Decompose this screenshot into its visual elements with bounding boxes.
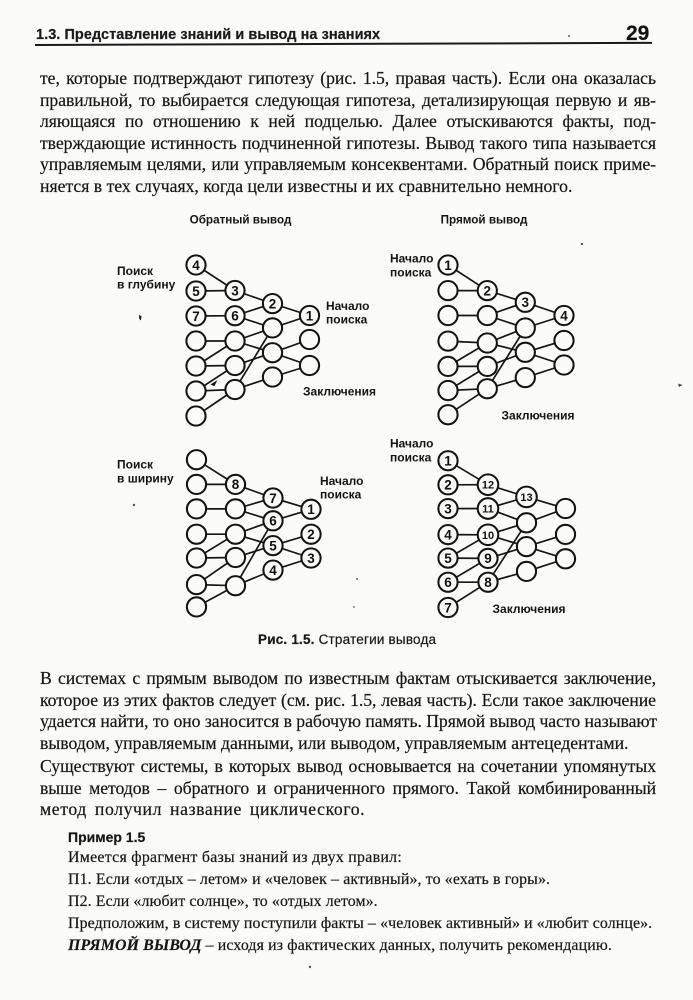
svg-text:в глубину: в глубину	[117, 278, 176, 292]
svg-text:поиска: поиска	[326, 313, 368, 327]
svg-text:5: 5	[269, 538, 277, 553]
svg-text:3: 3	[231, 283, 239, 298]
svg-text:4: 4	[444, 527, 452, 542]
svg-text:1: 1	[444, 258, 452, 273]
svg-text:4: 4	[560, 308, 568, 323]
svg-text:поиска: поиска	[320, 488, 362, 502]
svg-text:Поиск: Поиск	[117, 264, 154, 278]
svg-text:12: 12	[482, 480, 494, 492]
svg-text:7: 7	[444, 600, 452, 615]
svg-text:Поиск: Поиск	[117, 458, 154, 472]
svg-text:1: 1	[307, 502, 315, 517]
svg-text:2: 2	[484, 283, 492, 298]
svg-text:Обратный вывод: Обратный вывод	[190, 214, 292, 227]
svg-text:Начало: Начало	[326, 299, 369, 313]
svg-text:4: 4	[269, 563, 277, 578]
svg-text:11: 11	[482, 504, 494, 516]
svg-text:4: 4	[192, 258, 200, 273]
svg-text:поиска: поиска	[390, 266, 432, 280]
svg-text:5: 5	[444, 551, 452, 566]
svg-text:6: 6	[269, 514, 277, 529]
svg-text:9: 9	[484, 551, 492, 566]
svg-text:Заключения: Заключения	[493, 602, 566, 616]
svg-text:5: 5	[192, 284, 200, 299]
svg-text:1: 1	[306, 308, 314, 323]
svg-text:2: 2	[444, 478, 452, 493]
svg-text:3: 3	[307, 551, 315, 566]
svg-text:3: 3	[444, 501, 452, 516]
svg-text:13: 13	[520, 492, 532, 504]
svg-text:Начало: Начало	[390, 252, 433, 266]
svg-text:8: 8	[232, 477, 240, 492]
svg-text:поиска: поиска	[390, 451, 432, 465]
svg-text:8: 8	[484, 575, 492, 590]
svg-text:6: 6	[444, 575, 452, 590]
svg-text:2: 2	[307, 527, 315, 542]
svg-text:10: 10	[482, 530, 494, 542]
svg-text:6: 6	[231, 309, 239, 324]
svg-text:Заключения: Заключения	[502, 409, 575, 423]
svg-text:Прямой вывод: Прямой вывод	[441, 214, 528, 227]
svg-text:Заключения: Заключения	[303, 385, 376, 399]
svg-text:Начало: Начало	[390, 437, 433, 451]
svg-text:2: 2	[269, 296, 277, 311]
svg-text:1: 1	[444, 454, 452, 469]
svg-text:в ширину: в ширину	[117, 472, 174, 486]
svg-text:3: 3	[522, 295, 530, 310]
svg-text:7: 7	[192, 309, 200, 324]
svg-text:7: 7	[269, 491, 277, 506]
svg-text:Начало: Начало	[320, 474, 363, 488]
